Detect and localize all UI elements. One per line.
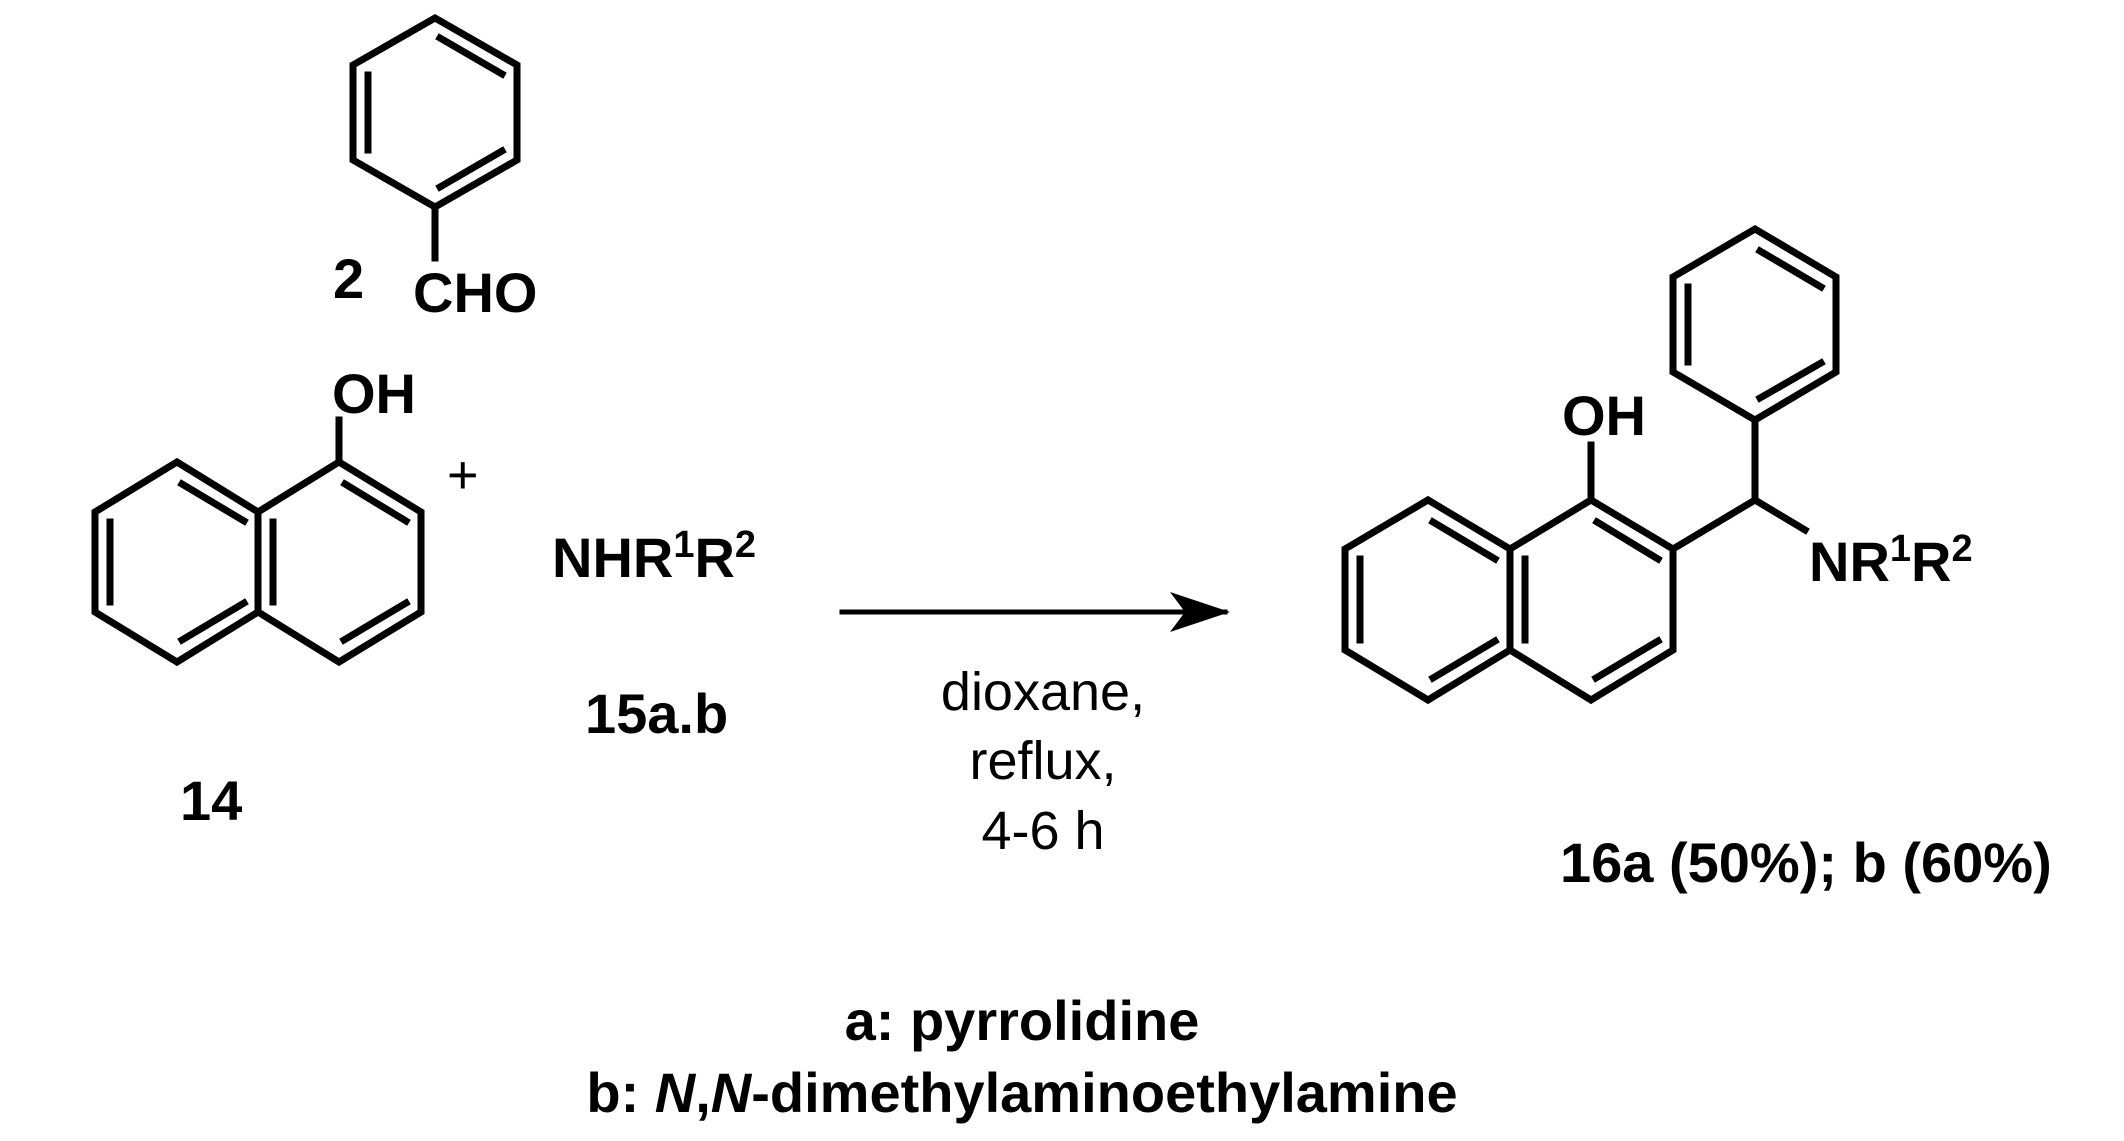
condition-solvent: dioxane,	[941, 662, 1145, 722]
product-amine-label: NR1R2	[1809, 528, 1973, 593]
compound-number-2: 2	[333, 247, 364, 310]
aldehyde-group-label: CHO	[413, 261, 537, 324]
naphthol-structure	[91, 416, 425, 667]
product-structure	[1341, 224, 1840, 705]
legend-item-b: b: N,N-dimethylaminoethylamine	[586, 1061, 1457, 1124]
amine-label: NHR1R2	[552, 524, 756, 589]
benzaldehyde-structure	[349, 13, 521, 262]
product-hydroxyl-label: OH	[1562, 384, 1646, 447]
naphthol-hydroxyl-label: OH	[332, 362, 416, 425]
condition-temperature: reflux,	[969, 731, 1116, 791]
compound-number-14: 14	[180, 769, 242, 832]
legend-item-a: a: pyrrolidine	[845, 989, 1200, 1052]
compound-number-15ab: 15a.b	[585, 682, 728, 745]
condition-time: 4-6 h	[981, 801, 1104, 861]
product-yield-label: 16a (50%); b (60%)	[1560, 831, 2052, 894]
plus-sign: +	[447, 445, 479, 505]
